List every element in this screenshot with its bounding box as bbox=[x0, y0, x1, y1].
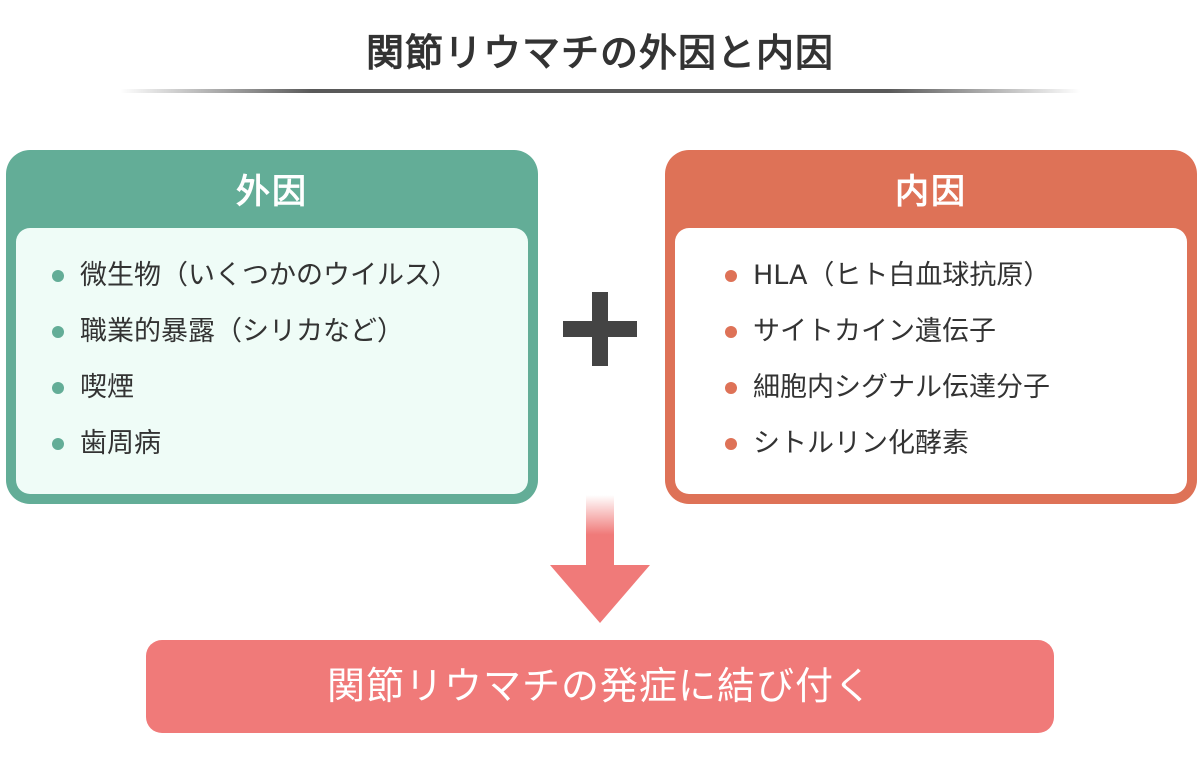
external-factor-label: 歯周病 bbox=[80, 428, 161, 459]
arrow-down-icon bbox=[550, 495, 650, 623]
external-factor-label: 職業的暴露（シリカなど） bbox=[80, 316, 404, 347]
external-factor-item: 喫煙 bbox=[52, 360, 528, 416]
external-factor-label: 喫煙 bbox=[80, 372, 134, 403]
internal-factors-heading: 内因 bbox=[895, 172, 967, 212]
bullet-dot-icon bbox=[52, 382, 64, 394]
internal-factor-label: HLA（ヒト白血球抗原） bbox=[753, 260, 1051, 291]
bullet-dot-icon bbox=[52, 326, 64, 338]
external-factor-item: 微生物（いくつかのウイルス） bbox=[52, 248, 528, 304]
external-factor-item: 職業的暴露（シリカなど） bbox=[52, 304, 528, 360]
internal-factors-list: HLA（ヒト白血球抗原） サイトカイン遺伝子 細胞内シグナル伝達分子 シトルリン… bbox=[675, 228, 1187, 494]
external-factors-heading: 外因 bbox=[236, 172, 308, 212]
external-factor-label: 微生物（いくつかのウイルス） bbox=[80, 260, 458, 291]
external-factor-item: 歯周病 bbox=[52, 416, 528, 472]
internal-factor-item: サイトカイン遺伝子 bbox=[725, 304, 1187, 360]
bullet-dot-icon bbox=[725, 326, 737, 338]
diagram-title: 関節リウマチの外因と内因 bbox=[365, 31, 834, 75]
outcome-banner: 関節リウマチの発症に結び付く bbox=[146, 640, 1054, 733]
bullet-dot-icon bbox=[52, 270, 64, 282]
title-underline bbox=[120, 89, 1080, 93]
external-factors-card: 外因 微生物（いくつかのウイルス） 職業的暴露（シリカなど） 喫煙 歯周病 bbox=[6, 150, 538, 504]
internal-factor-item: 細胞内シグナル伝達分子 bbox=[725, 360, 1187, 416]
bullet-dot-icon bbox=[52, 438, 64, 450]
plus-icon bbox=[563, 292, 637, 366]
internal-factor-label: シトルリン化酵素 bbox=[753, 428, 969, 459]
internal-factor-label: サイトカイン遺伝子 bbox=[753, 316, 996, 347]
internal-factor-item: シトルリン化酵素 bbox=[725, 416, 1187, 472]
bullet-dot-icon bbox=[725, 270, 737, 282]
external-factors-list: 微生物（いくつかのウイルス） 職業的暴露（シリカなど） 喫煙 歯周病 bbox=[16, 228, 528, 494]
internal-factors-card: 内因 HLA（ヒト白血球抗原） サイトカイン遺伝子 細胞内シグナル伝達分子 シト… bbox=[665, 150, 1197, 504]
internal-factor-item: HLA（ヒト白血球抗原） bbox=[725, 248, 1187, 304]
bullet-dot-icon bbox=[725, 438, 737, 450]
bullet-dot-icon bbox=[725, 382, 737, 394]
internal-factor-label: 細胞内シグナル伝達分子 bbox=[753, 372, 1050, 403]
